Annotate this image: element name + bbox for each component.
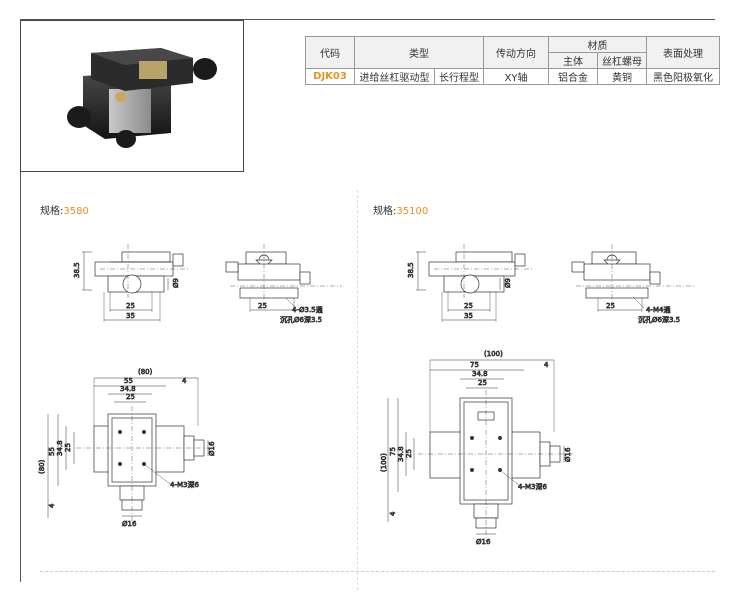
- right-top-p4: 4: [544, 361, 549, 369]
- cell-nut-material: 黄铜: [597, 68, 647, 85]
- right-spec-label: 规格:35100: [373, 206, 429, 217]
- right-top-d16r: Ø16: [564, 447, 572, 462]
- right-top-v75: 75: [389, 447, 397, 456]
- right-front-h38: 38.5: [407, 262, 415, 278]
- cell-drive-type: 进给丝杠驱动型: [353, 68, 436, 85]
- left-top-p25: 25: [126, 393, 135, 401]
- left-side-w25: 25: [258, 302, 267, 310]
- header-material-nut: 丝杠螺母: [597, 52, 647, 69]
- right-side-hole2: 沉孔Ø6深3.5: [638, 315, 680, 324]
- header-material-body: 主体: [548, 52, 598, 69]
- left-spec-label: 规格:3580: [40, 206, 89, 217]
- right-top-p100: (100): [484, 350, 503, 358]
- left-front-h38: 38.5: [73, 262, 81, 278]
- right-front-w35: 35: [464, 312, 473, 320]
- right-top-p75: 75: [470, 361, 479, 369]
- left-side-hole1: 4-Ø3.5通: [292, 305, 323, 314]
- right-front-view-drawing: 38.5 Ø9 25 35: [407, 244, 532, 322]
- right-top-v25: 25: [405, 449, 413, 458]
- left-front-w35: 35: [126, 312, 135, 320]
- left-top-v55: 55: [48, 447, 56, 456]
- cell-stroke-type: 长行程型: [434, 68, 484, 85]
- right-top-p348: 34.8: [472, 370, 488, 378]
- right-spec-value: 35100: [396, 206, 429, 217]
- left-spec-value: 3580: [63, 206, 89, 217]
- left-top-tap: 4-M3深6: [170, 480, 199, 489]
- right-top-p25: 25: [478, 379, 487, 387]
- spec-table: 代码 类型 传动方向 材质 表面处理 主体 丝杠螺母 DJK03 进给丝杠驱动型…: [305, 36, 720, 85]
- left-side-hole2: 沉孔Ø6深3.5: [280, 315, 322, 324]
- bottom-divider: [40, 571, 715, 572]
- left-front-view-drawing: 38.5 Ø9 25 35: [73, 244, 190, 322]
- header-code: 代码: [305, 36, 355, 69]
- left-side-view-drawing: 25 4-Ø3.5通 沉孔Ø6深3.5: [225, 244, 342, 324]
- left-top-v25: 25: [64, 443, 72, 452]
- right-side-hole1: 4-M4通: [646, 305, 670, 314]
- left-top-v348: 34.8: [56, 440, 64, 456]
- frame-left-line: [20, 19, 21, 582]
- right-top-v4: 4: [389, 511, 397, 516]
- cell-surface: 黑色阳极氧化: [646, 68, 720, 85]
- column-divider: [357, 190, 358, 590]
- left-top-v4: 4: [48, 503, 56, 508]
- frame-top-line: [20, 19, 715, 20]
- right-top-view-drawing: (100) 75 4 34.8 25 (100) 75 34.8 25 4 Ø1…: [380, 350, 573, 546]
- left-top-view-drawing: (80) 55 4 34.8 25 (80) 55 34.8 25 4 Ø16 …: [38, 368, 217, 529]
- left-top-p4: 4: [182, 377, 187, 385]
- header-surface: 表面处理: [646, 36, 720, 69]
- right-side-view-drawing: 25 4-M4通 沉孔Ø6深3.5: [571, 244, 694, 324]
- right-side-w25: 25: [606, 302, 615, 310]
- left-top-d16r: Ø16: [208, 441, 216, 456]
- left-top-p348: 34.8: [120, 385, 136, 393]
- right-front-d9: Ø9: [504, 278, 512, 288]
- header-direction: 传动方向: [483, 36, 549, 69]
- right-top-tap: 4-M3深6: [518, 482, 547, 491]
- left-top-p55: 55: [124, 377, 133, 385]
- left-front-w25: 25: [126, 302, 135, 310]
- xy-stage-photo-icon: [67, 48, 217, 148]
- right-top-v348: 34.8: [397, 446, 405, 462]
- right-top-d16b: Ø16: [476, 538, 491, 546]
- cell-body-material: 铝合金: [548, 68, 598, 85]
- left-top-d16b: Ø16: [122, 520, 137, 528]
- header-material: 材质: [548, 36, 647, 53]
- left-top-v80: (80): [38, 459, 46, 474]
- right-top-v100: (100): [380, 453, 388, 472]
- left-front-d9: Ø9: [172, 278, 180, 288]
- left-top-p80: (80): [138, 368, 153, 376]
- right-front-w25: 25: [464, 302, 473, 310]
- cell-code: DJK03: [305, 68, 355, 85]
- product-photo: [20, 20, 244, 172]
- cell-direction: XY轴: [483, 68, 549, 85]
- header-type: 类型: [354, 36, 484, 69]
